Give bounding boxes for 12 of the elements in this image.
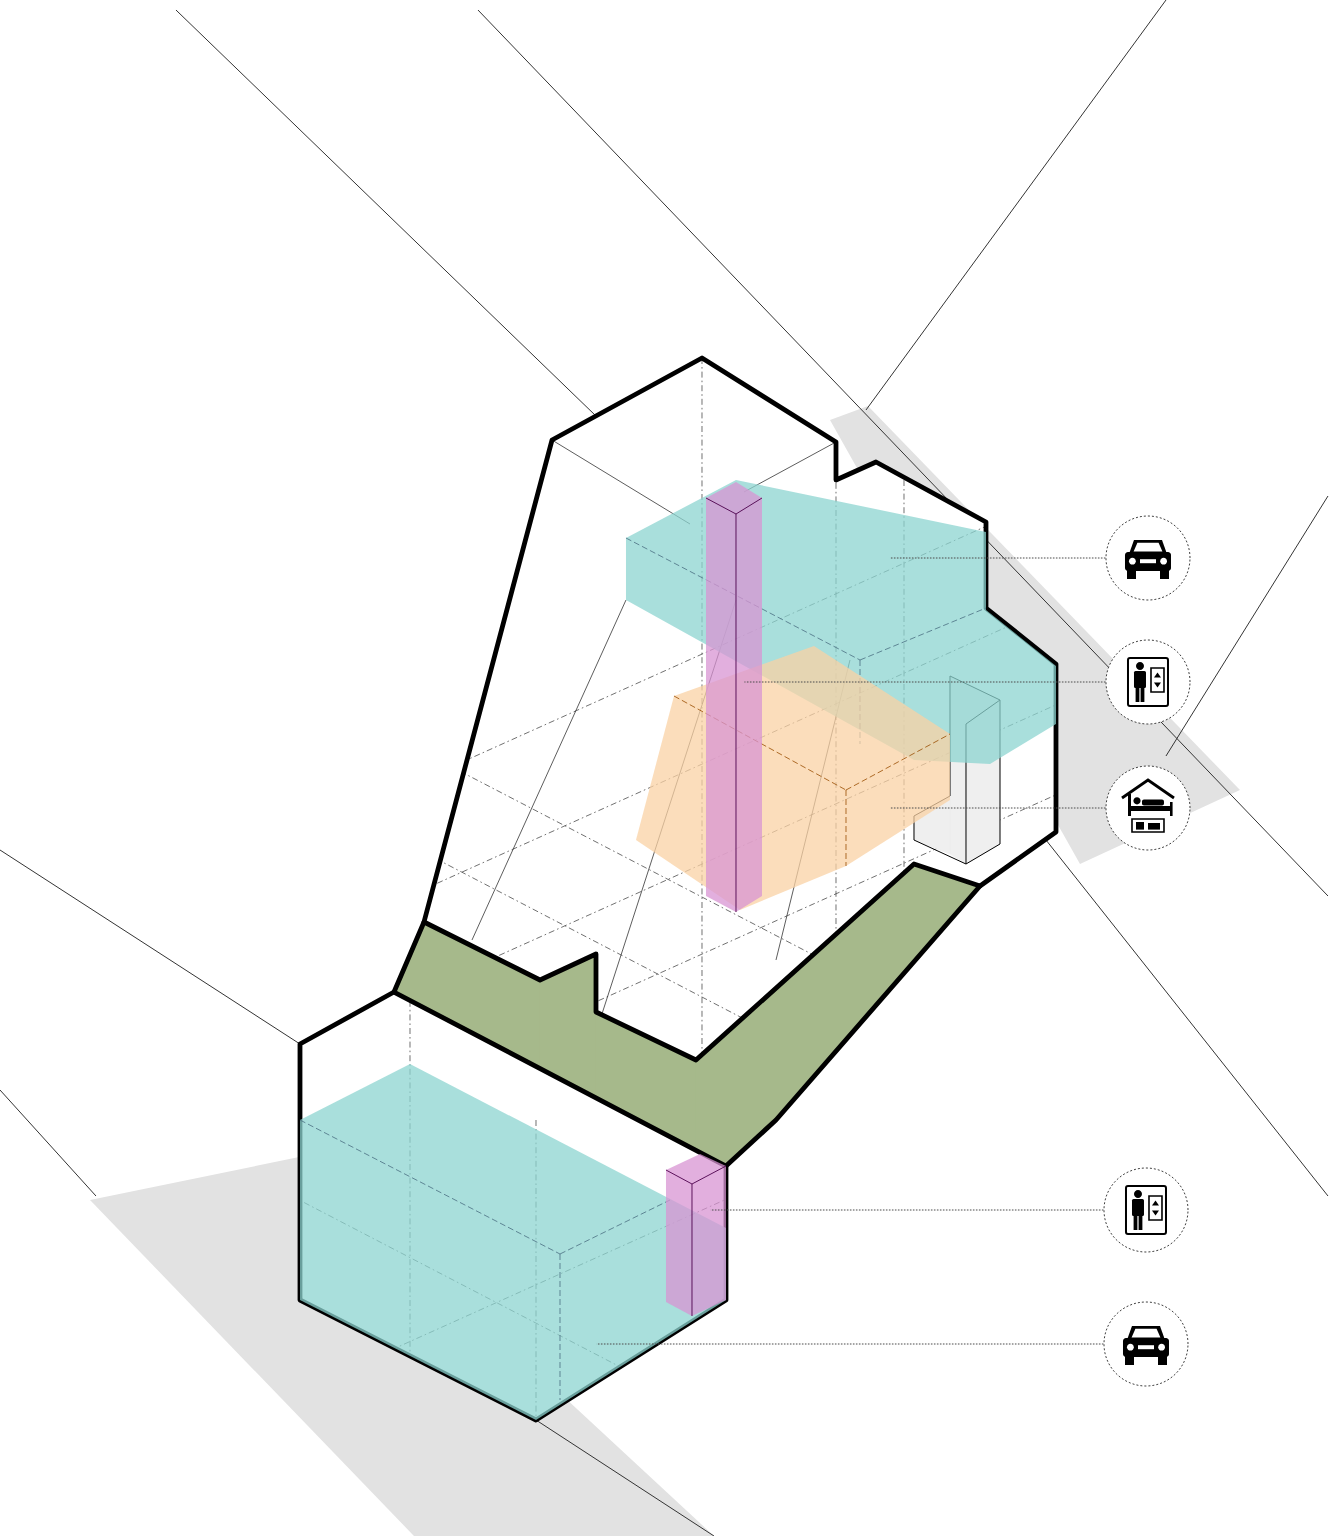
bed-icon	[1105, 765, 1191, 851]
car-icon	[1103, 1301, 1189, 1387]
parking-volume	[299, 1064, 726, 1420]
leader-line	[709, 1209, 1105, 1211]
leader-line	[889, 807, 1107, 809]
elevator-shaft	[705, 482, 763, 913]
leader-line	[595, 1343, 1105, 1345]
elevator-icon	[1103, 1167, 1189, 1253]
leader-line	[743, 681, 1107, 683]
leader-line	[889, 557, 1107, 559]
car-icon	[1105, 515, 1191, 601]
elevator-icon	[1105, 639, 1191, 725]
